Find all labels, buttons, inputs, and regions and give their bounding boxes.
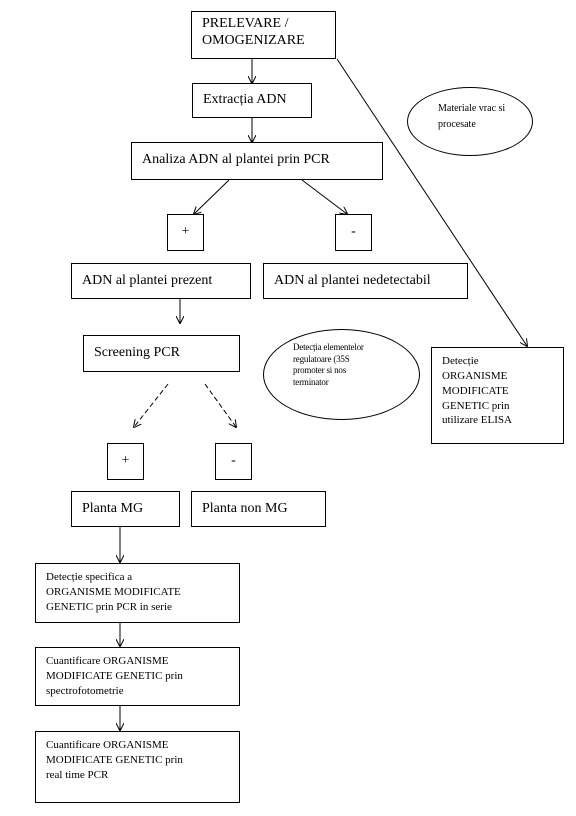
node-minus-1: - — [335, 214, 372, 251]
node-planta-non-mg: Planta non MG — [191, 491, 326, 527]
node-detectie-specifica: Detecție specifica a ORGANISME MODIFICAT… — [35, 563, 240, 623]
node-planta-mg: Planta MG — [71, 491, 180, 527]
node-plus-2: + — [107, 443, 144, 480]
node-adn-prezent: ADN al plantei prezent — [71, 263, 251, 299]
node-cuantificare-real-time-pcr: Cuantificare ORGANISME MODIFICATE GENETI… — [35, 731, 240, 803]
node-screening-pcr: Screening PCR — [83, 335, 240, 372]
note-materiale-vrac: Materiale vrac si procesate — [407, 87, 533, 156]
node-analiza-adn: Analiza ADN al plantei prin PCR — [131, 142, 383, 180]
arrow-analiza-plus — [194, 179, 230, 214]
node-prelevare: PRELEVARE / OMOGENIZARE — [191, 11, 336, 59]
note-elemente-regulatoare: Detecția elementelor regulatoare (35S pr… — [263, 329, 420, 420]
node-cuantificare-spectrofotometrie: Cuantificare ORGANISME MODIFICATE GENETI… — [35, 647, 240, 706]
note-elemente-regulatoare-text: Detecția elementelor regulatoare (35S pr… — [293, 342, 364, 388]
arrow-screening-plus — [134, 383, 169, 427]
node-detectie-elisa: Detecție ORGANISME MODIFICATE GENETIC pr… — [431, 347, 564, 444]
arrow-analiza-minus — [301, 179, 347, 214]
node-plus-1: + — [167, 214, 204, 251]
node-minus-2: - — [215, 443, 252, 480]
note-materiale-vrac-text: Materiale vrac si procesate — [438, 103, 506, 130]
node-extractia-adn: Extracția ADN — [192, 83, 312, 118]
node-adn-nedetectabil: ADN al plantei nedetectabil — [263, 263, 468, 299]
arrow-prelevare-elisa — [336, 58, 527, 346]
arrow-screening-minus — [204, 383, 236, 427]
